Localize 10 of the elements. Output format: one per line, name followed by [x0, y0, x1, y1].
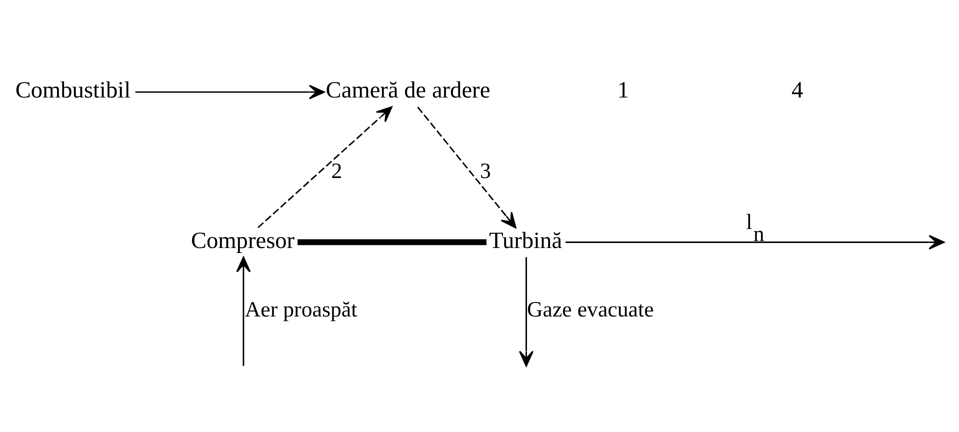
edge-label: 2	[331, 158, 342, 183]
label: 4	[792, 77, 804, 104]
node-text: Turbină	[489, 227, 562, 254]
edge-label: Aer proaspăt	[244, 297, 358, 322]
node-text: Compresor	[190, 227, 295, 254]
edge-label: Gaze evacuate	[526, 297, 654, 322]
node-text: Cameră de ardere	[326, 77, 490, 104]
node-text: Combustibil	[15, 77, 131, 104]
label: 1	[617, 77, 630, 104]
edge-label: 3	[480, 158, 491, 183]
